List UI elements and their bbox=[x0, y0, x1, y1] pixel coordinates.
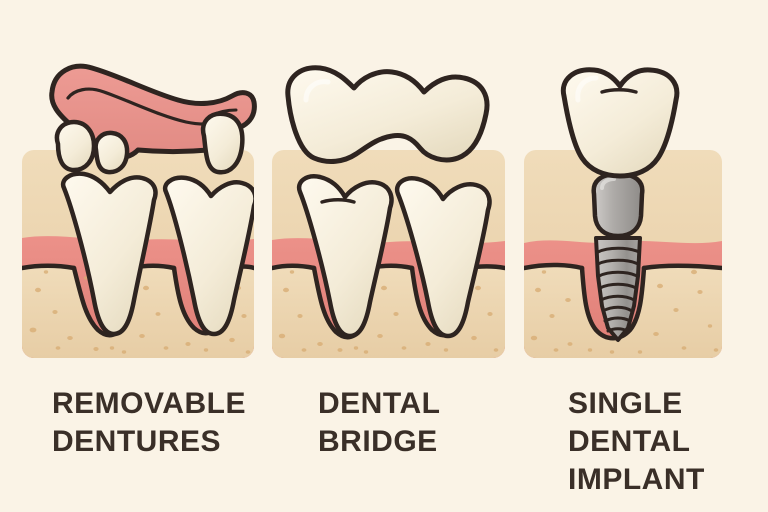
implant-abutment bbox=[591, 171, 645, 239]
bone-line bbox=[524, 262, 722, 271]
panel1-jaw-block bbox=[22, 150, 254, 358]
implant-socket-outline bbox=[579, 265, 647, 341]
panel-dental-bridge bbox=[272, 65, 505, 358]
abutment-body bbox=[591, 171, 645, 239]
abutment-highlight bbox=[600, 177, 616, 190]
denture-tooth bbox=[200, 111, 245, 175]
partial-denture bbox=[49, 63, 257, 175]
screw-threads bbox=[596, 246, 641, 333]
crown-body bbox=[560, 67, 680, 179]
bone-surface bbox=[524, 264, 722, 358]
panel-single-dental-implant bbox=[524, 67, 722, 358]
crown-groove bbox=[600, 88, 638, 94]
denture-tooth bbox=[54, 119, 97, 173]
implant-crown bbox=[560, 67, 680, 179]
bridge-prosthesis bbox=[285, 65, 490, 164]
denture-tooth bbox=[93, 130, 130, 175]
screw-body bbox=[594, 236, 642, 342]
bone-speckles bbox=[278, 270, 499, 354]
caption-dental-bridge: DENTAL BRIDGE bbox=[318, 387, 441, 458]
panel2-jaw-block bbox=[272, 150, 505, 358]
bone-speckles bbox=[29, 270, 251, 354]
bridge-pontic-line bbox=[354, 133, 422, 156]
natural-tooth bbox=[162, 175, 254, 337]
bridge-highlight bbox=[303, 79, 331, 103]
natural-tooth bbox=[60, 171, 158, 337]
panel-removable-dentures bbox=[22, 63, 257, 358]
tooth-groove bbox=[320, 198, 356, 204]
crown-highlight bbox=[575, 75, 599, 103]
abutment-tooth bbox=[296, 174, 394, 339]
caption-removable-dentures: REMOVABLE DENTURES bbox=[52, 387, 246, 458]
abutment-tooth bbox=[394, 176, 492, 339]
bone-surface bbox=[22, 265, 254, 358]
implant-screw bbox=[594, 236, 642, 342]
caption-single-dental-implant: SINGLE DENTAL IMPLANT bbox=[568, 387, 705, 496]
bone-speckles bbox=[530, 269, 719, 354]
